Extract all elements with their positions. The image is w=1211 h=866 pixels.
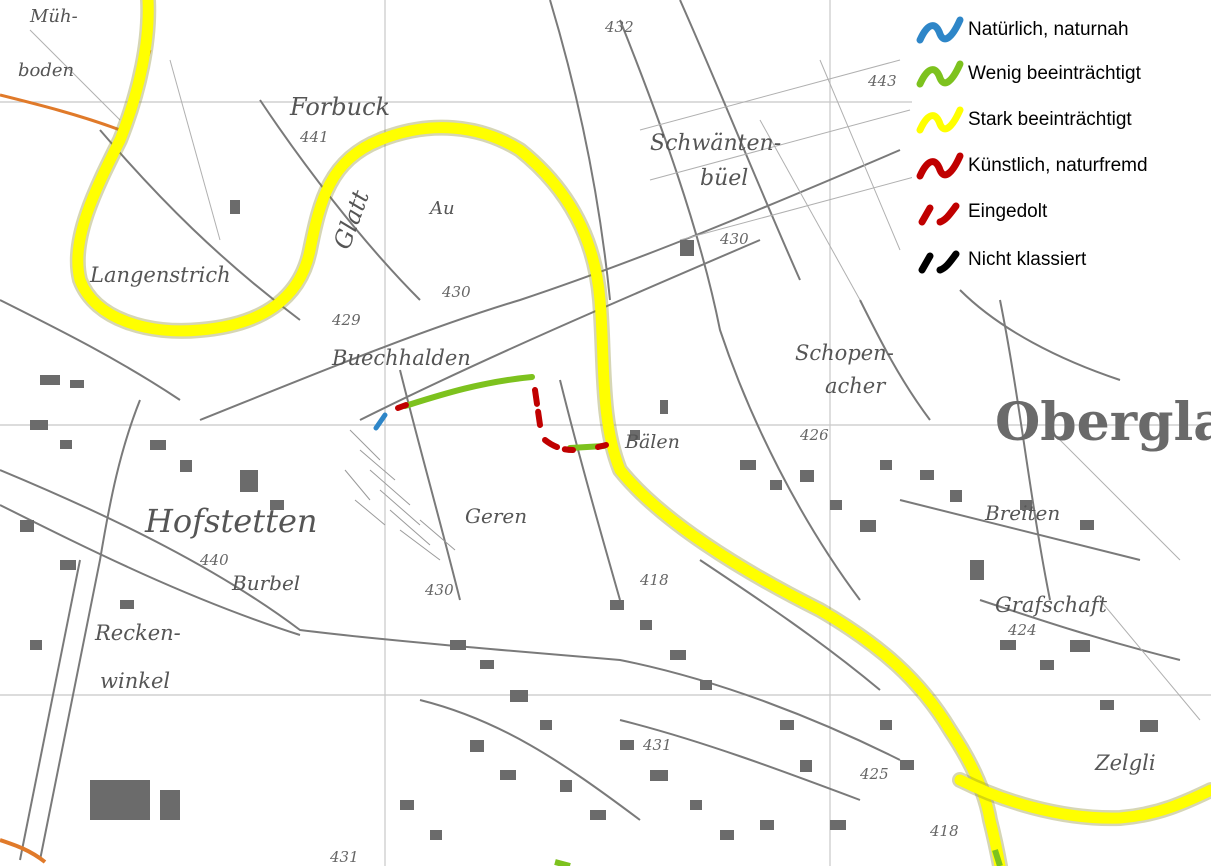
legend-item-wenig: Wenig beeinträchtigt — [912, 56, 1141, 92]
elev-430-a: 430 — [441, 283, 471, 301]
label-geren: Geren — [465, 504, 527, 528]
legend-label: Eingedolt — [968, 201, 1048, 222]
label-oberglatt: Obergla — [995, 392, 1211, 453]
label-zelgli: Zelgli — [1094, 751, 1156, 775]
tributary-green-right — [992, 849, 1003, 866]
legend-swatch-red-dashed-icon — [918, 202, 960, 226]
tributary-red — [395, 402, 409, 411]
roads — [0, 0, 1181, 861]
legend-swatch-yellow-wave-icon — [916, 106, 964, 134]
legend-label: Wenig beeinträchtigt — [968, 63, 1141, 84]
label-muehle-1: Müh- — [29, 6, 78, 27]
label-forbuck: Forbuck — [289, 93, 390, 121]
slope-hatching — [344, 429, 456, 561]
legend-swatch-green-wave-icon — [916, 60, 964, 88]
label-hofstetten: Hofstetten — [144, 502, 318, 540]
label-recken-1: Recken- — [94, 621, 181, 645]
legend-label: Künstlich, naturfremd — [968, 155, 1148, 176]
field-boundaries — [29, 29, 1201, 721]
legend-swatch-red-wave-icon — [916, 152, 964, 180]
legend-item-natuerlich: Natürlich, naturnah — [912, 12, 1129, 48]
elev-forbuck: 441 — [299, 128, 329, 146]
legend-label: Stark beeinträchtigt — [968, 109, 1132, 130]
label-au: Au — [428, 198, 455, 219]
label-schwaenten-1: Schwänten- — [650, 131, 781, 156]
label-recken-2: winkel — [100, 669, 170, 693]
elev-425: 425 — [859, 765, 889, 783]
elev-432: 432 — [604, 18, 634, 36]
label-baelen: Bälen — [624, 431, 680, 453]
orange-boundary-line-bottom — [0, 838, 47, 864]
label-schwaenten-2: büel — [700, 166, 748, 191]
legend-item-eingedolt: Eingedolt — [912, 194, 1047, 230]
tributary-green — [402, 374, 535, 409]
label-schopen-2: acher — [825, 374, 887, 398]
label-schopen-1: Schopen- — [795, 341, 894, 365]
elev-418-a: 418 — [639, 571, 669, 589]
legend-swatch-blue-wave-icon — [916, 16, 964, 44]
label-buechhalden: Buechhalden — [331, 346, 471, 370]
elev-426: 426 — [799, 426, 829, 444]
label-muehle-2: boden — [18, 60, 74, 81]
elev-424: 424 — [1007, 621, 1037, 639]
elev-430-b: 430 — [719, 230, 749, 248]
legend-item-stark: Stark beeinträchtigt — [912, 102, 1132, 138]
elev-429: 429 — [331, 311, 361, 329]
legend-label: Natürlich, naturnah — [968, 19, 1129, 40]
label-burbel: Burbel — [231, 571, 300, 595]
label-langenstrich: Langenstrich — [89, 263, 231, 287]
legend-item-kuenstlich: Künstlich, naturfremd — [912, 148, 1148, 184]
elev-418-b: 418 — [929, 822, 959, 840]
tributary-green-bottom — [554, 859, 571, 866]
label-grafschaft: Grafschaft — [995, 593, 1107, 617]
elev-431-a: 431 — [642, 736, 672, 754]
river-glatt — [69, 0, 1211, 866]
elev-440: 440 — [199, 551, 229, 569]
legend-label: Nicht klassiert — [968, 249, 1087, 270]
label-breiten: Breiten — [984, 501, 1060, 525]
elev-443: 443 — [867, 72, 897, 90]
buildings — [20, 200, 1158, 840]
elev-431-b: 431 — [329, 848, 359, 866]
legend-item-nicht-klassiert: Nicht klassiert — [912, 242, 1086, 278]
elev-430-c: 430 — [424, 581, 454, 599]
legend-swatch-black-dashed-icon — [918, 250, 960, 274]
tributary-blue — [373, 412, 388, 431]
map-legend: Natürlich, naturnah Wenig beeinträchtigt… — [912, 10, 1211, 283]
tributary-red-dashed — [532, 387, 609, 453]
